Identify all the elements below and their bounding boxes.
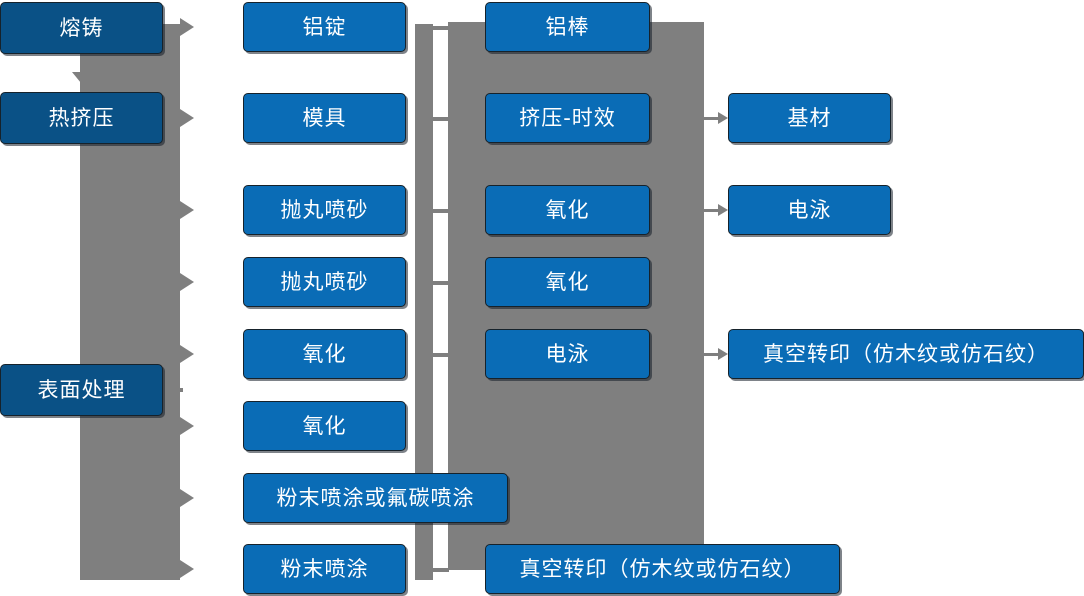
thin-bus-stub-3 — [433, 281, 449, 285]
c3-aluminium-bar-label: 铝棒 — [545, 14, 590, 39]
c3-aluminium-bar[interactable]: 铝棒 — [485, 2, 650, 52]
arrow-to-vacuum-transfer — [704, 346, 728, 362]
c2-shot-blasting-2[interactable]: 抛丸喷砂 — [243, 257, 406, 307]
c4-substrate-label: 基材 — [787, 105, 832, 130]
c3-vacuum-transfer[interactable]: 真空转印（仿木纹或仿石纹） — [485, 544, 840, 594]
left-bus-arrow-5 — [180, 417, 194, 435]
c2-shot-blasting-1[interactable]: 抛丸喷砂 — [243, 185, 406, 235]
c2-oxidation-1[interactable]: 氧化 — [243, 329, 406, 379]
c2-powder-coating-label: 粉末喷涂 — [280, 556, 369, 581]
arrow-to-electrophoresis-line — [704, 209, 718, 212]
stage-surface-treat[interactable]: 表面处理 — [0, 364, 163, 416]
down-arrow-melt-to-extrusion — [72, 72, 90, 83]
c4-electrophoresis-label: 电泳 — [787, 197, 832, 222]
left-bus-arrow-6 — [180, 489, 194, 507]
thin-bus-stub-1 — [433, 117, 449, 121]
c2-aluminium-ingot[interactable]: 铝锭 — [243, 2, 406, 52]
c2-oxidation-1-label: 氧化 — [302, 341, 347, 366]
c2-oxidation-2-label: 氧化 — [302, 413, 347, 438]
left-bus-arrow-7 — [180, 560, 194, 578]
arrow-to-substrate-line — [704, 117, 718, 120]
c4-electrophoresis[interactable]: 电泳 — [728, 185, 891, 235]
c2-powder-or-pvdf[interactable]: 粉末喷涂或氟碳喷涂 — [243, 473, 508, 523]
c2-aluminium-ingot-label: 铝锭 — [302, 14, 347, 39]
thin-bus-stub-4 — [433, 353, 449, 357]
c3-vacuum-transfer-label: 真空转印（仿木纹或仿石纹） — [519, 556, 806, 581]
c4-vacuum-transfer[interactable]: 真空转印（仿木纹或仿石纹） — [728, 329, 1084, 379]
thin-bus-bar — [415, 24, 433, 580]
stage-surface-treat-label: 表面处理 — [37, 377, 126, 402]
arrow-to-vacuum-transfer-line — [704, 353, 718, 356]
c2-powder-coating[interactable]: 粉末喷涂 — [243, 544, 406, 594]
c3-extrusion-aging[interactable]: 挤压-时效 — [485, 93, 650, 143]
arrow-to-electrophoresis — [704, 202, 728, 218]
c2-shot-blasting-2-label: 抛丸喷砂 — [280, 269, 369, 294]
arrow-to-vacuum-transfer-head — [718, 348, 728, 360]
c2-mould[interactable]: 模具 — [243, 93, 406, 143]
c3-oxidation-2[interactable]: 氧化 — [485, 257, 650, 307]
c3-electrophoresis-label: 电泳 — [545, 341, 590, 366]
c3-extrusion-aging-label: 挤压-时效 — [519, 105, 616, 130]
stage-melt-cast-label: 熔铸 — [59, 15, 104, 40]
arrow-to-electrophoresis-head — [718, 204, 728, 216]
c3-electrophoresis[interactable]: 电泳 — [485, 329, 650, 379]
c3-oxidation-1-label: 氧化 — [545, 197, 590, 222]
c2-powder-or-pvdf-label: 粉末喷涂或氟碳喷涂 — [276, 485, 475, 510]
thin-bus-stub-2 — [433, 209, 449, 213]
c2-shot-blasting-1-label: 抛丸喷砂 — [280, 197, 369, 222]
left-bus-arrow-0 — [180, 18, 194, 36]
left-bus-arrow-2 — [180, 201, 194, 219]
stage-hot-extrusion-label: 热挤压 — [48, 105, 115, 130]
c3-oxidation-2-label: 氧化 — [545, 269, 590, 294]
thin-bus-stub-5 — [433, 568, 449, 572]
c2-oxidation-2[interactable]: 氧化 — [243, 401, 406, 451]
c4-substrate[interactable]: 基材 — [728, 93, 891, 143]
stage-hot-extrusion[interactable]: 热挤压 — [0, 92, 163, 144]
thin-bus-stub-0 — [433, 26, 449, 30]
left-bus-arrow-1 — [180, 109, 194, 127]
c4-vacuum-transfer-label: 真空转印（仿木纹或仿石纹） — [763, 341, 1049, 366]
arrow-to-substrate — [704, 110, 728, 126]
c3-oxidation-1[interactable]: 氧化 — [485, 185, 650, 235]
arrow-to-substrate-head — [718, 112, 728, 124]
c2-mould-label: 模具 — [302, 105, 347, 130]
surface-treatment-stub — [163, 388, 183, 392]
left-bus-arrow-4 — [180, 345, 194, 363]
left-bus-arrow-3 — [180, 273, 194, 291]
stage-melt-cast[interactable]: 熔铸 — [0, 2, 163, 54]
